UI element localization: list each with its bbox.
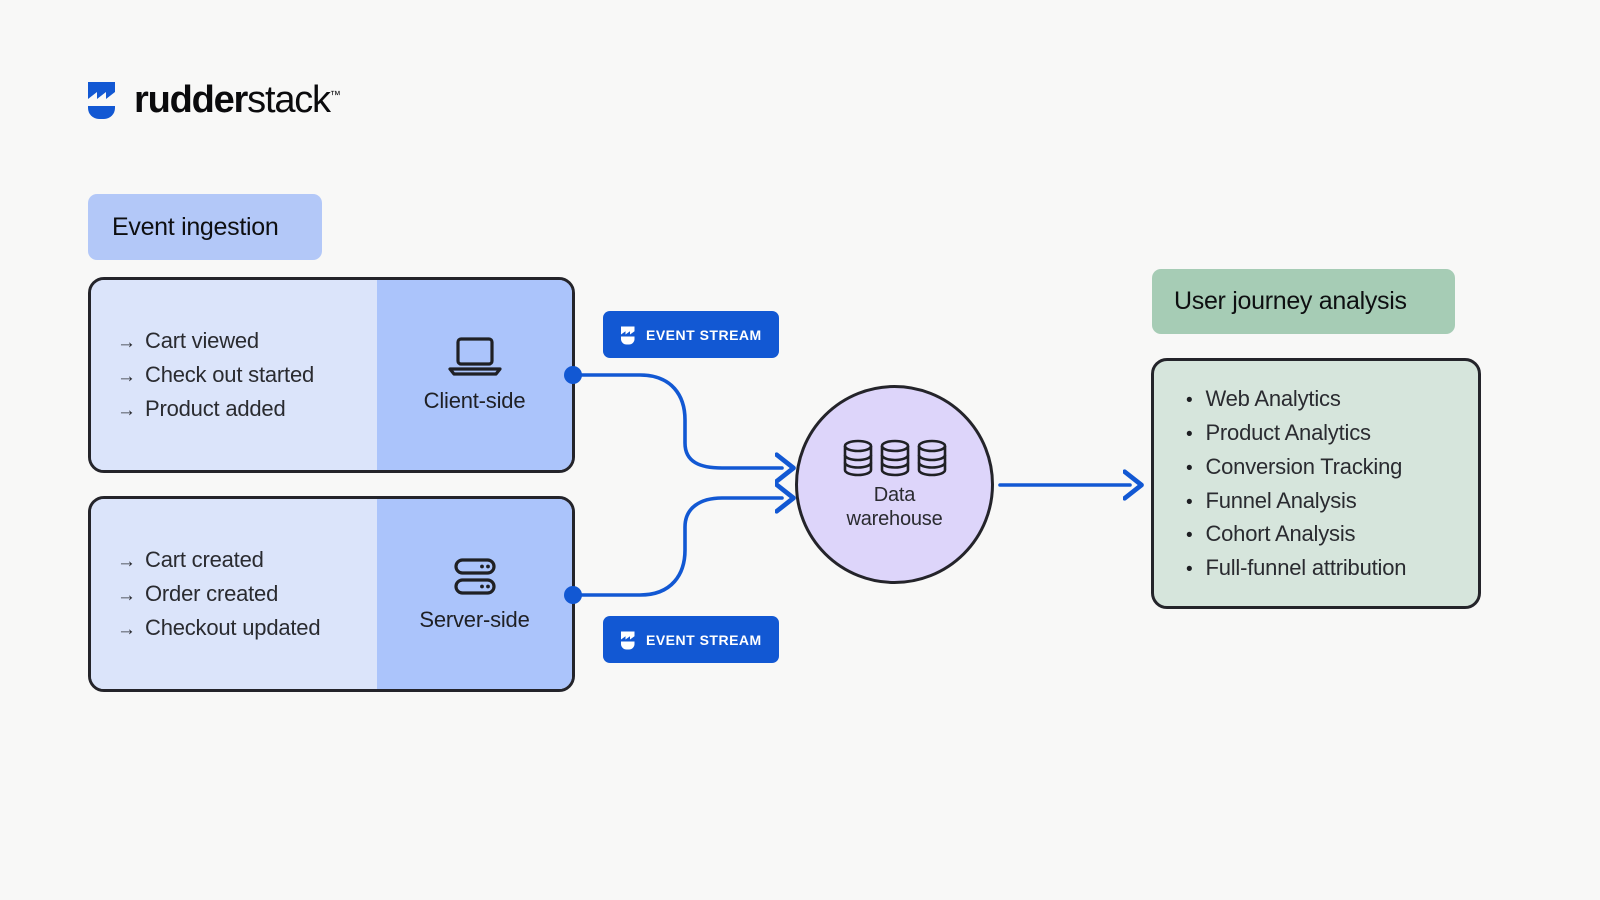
list-item: • Funnel Analysis: [1186, 484, 1478, 518]
rudderstack-logo: rudderstack™: [86, 79, 341, 121]
list-item: → Cart viewed: [117, 324, 377, 358]
logo-trademark: ™: [329, 89, 341, 102]
rudderstack-mark-white-icon: [621, 326, 635, 344]
bullet-icon: •: [1186, 559, 1193, 581]
event-stream-chip-server: EVENT STREAM: [603, 616, 779, 663]
data-warehouse-label: Data warehouse: [846, 484, 942, 531]
list-item: → Order created: [117, 577, 377, 611]
arrow-bullet-icon: →: [117, 365, 136, 387]
data-warehouse-label-line1: Data: [873, 483, 916, 506]
data-warehouse-label-line2: warehouse: [846, 507, 943, 530]
event-label: Product added: [145, 396, 286, 422]
user-journey-analysis-badge: User journey analysis: [1152, 269, 1455, 334]
source-card-client: → Cart viewed → Check out started → Prod…: [88, 277, 575, 473]
bullet-icon: •: [1186, 525, 1193, 547]
event-label: Order created: [145, 580, 279, 606]
list-item: • Web Analytics: [1186, 382, 1478, 416]
server-icon: [453, 558, 496, 595]
client-event-list: → Cart viewed → Check out started → Prod…: [91, 280, 377, 470]
client-side-label: Client-side: [423, 388, 526, 413]
list-item: • Full-funnel attribution: [1186, 551, 1478, 585]
server-side-label: Server-side: [419, 607, 530, 632]
event-label: Cart created: [145, 546, 264, 572]
arrow-bullet-icon: →: [117, 584, 136, 606]
list-item: • Product Analytics: [1186, 416, 1478, 450]
arrow-bullet-icon: →: [117, 550, 136, 572]
list-item: • Cohort Analysis: [1186, 517, 1478, 551]
logo-word-light: stack: [247, 79, 331, 121]
source-card-server: → Cart created → Order created → Checkou…: [88, 496, 575, 692]
destination-label: Full-funnel attribution: [1205, 555, 1407, 581]
event-label: Checkout updated: [145, 615, 321, 641]
destination-label: Funnel Analysis: [1205, 487, 1357, 513]
event-label: Cart viewed: [145, 327, 259, 353]
rudderstack-logo-mark-icon: [88, 82, 115, 119]
destination-label: Conversion Tracking: [1205, 453, 1403, 479]
event-stream-chip-label: EVENT STREAM: [646, 326, 762, 343]
list-item: → Cart created: [117, 543, 377, 577]
list-item: → Check out started: [117, 358, 377, 392]
event-stream-chip-client: EVENT STREAM: [603, 311, 779, 358]
server-event-list: → Cart created → Order created → Checkou…: [91, 499, 377, 689]
bullet-icon: •: [1186, 389, 1193, 411]
logo-wordmark: rudderstack™: [134, 79, 341, 121]
rudderstack-mark-white-icon: [621, 631, 635, 649]
destination-card: • Web Analytics • Product Analytics • Co…: [1151, 358, 1481, 609]
destination-label: Product Analytics: [1205, 419, 1371, 445]
logo-word-bold: rudder: [134, 79, 248, 121]
laptop-icon: [447, 337, 502, 376]
bullet-icon: •: [1186, 457, 1193, 479]
bullet-icon: •: [1186, 423, 1193, 445]
arrow-bullet-icon: →: [117, 331, 136, 353]
destination-label: Cohort Analysis: [1205, 521, 1356, 547]
list-item: → Product added: [117, 392, 377, 426]
connector-server-to-warehouse: [571, 498, 782, 597]
connector-client-to-warehouse: [571, 373, 782, 468]
bullet-icon: •: [1186, 491, 1193, 513]
arrow-bullet-icon: →: [117, 619, 136, 641]
event-stream-chip-label: EVENT STREAM: [646, 631, 762, 648]
event-ingestion-badge: Event ingestion: [88, 194, 322, 260]
client-side-panel: Client-side: [377, 280, 572, 470]
database-stack-icon: [843, 439, 946, 477]
server-side-panel: Server-side: [377, 499, 572, 689]
event-label: Check out started: [145, 361, 315, 387]
arrow-bullet-icon: →: [117, 400, 136, 422]
list-item: → Checkout updated: [117, 611, 377, 645]
destination-label: Web Analytics: [1205, 385, 1341, 411]
list-item: • Conversion Tracking: [1186, 450, 1478, 484]
data-warehouse-node: Data warehouse: [795, 385, 994, 584]
